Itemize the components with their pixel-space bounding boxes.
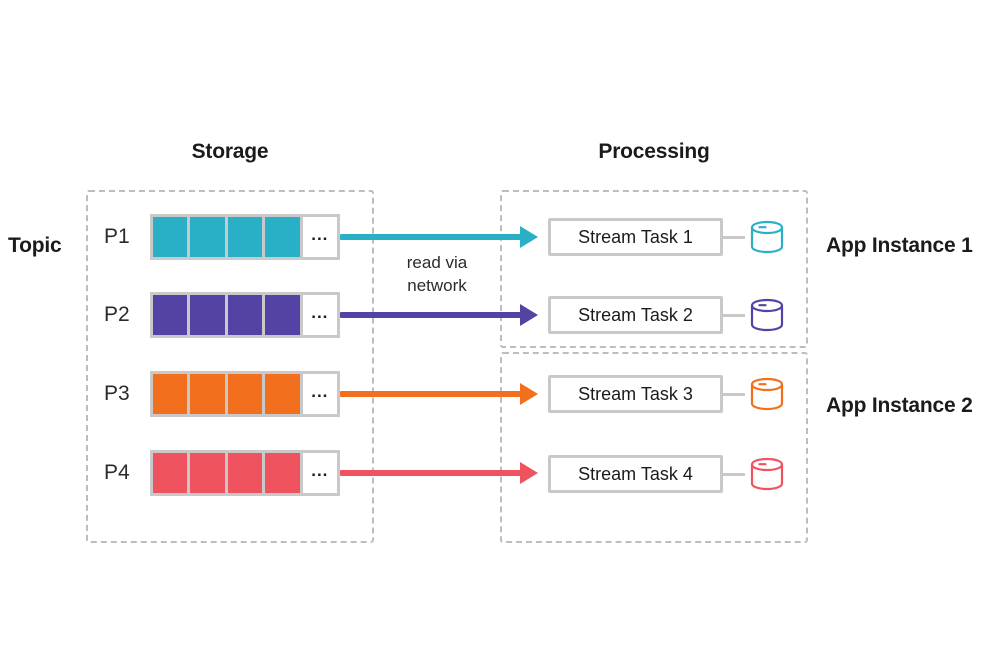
task-store-connector — [723, 236, 745, 239]
partition-cells: ... — [150, 292, 340, 338]
arrow-shaft — [340, 234, 521, 240]
partition-label: P1 — [104, 225, 130, 248]
partition-overflow-cell: ... — [302, 295, 338, 335]
partition-overflow-cell: ... — [302, 217, 338, 257]
partition-label: P2 — [104, 303, 130, 326]
arrow-head-icon — [520, 462, 538, 484]
partition-cells: ... — [150, 371, 340, 417]
stream-task-box[interactable]: Stream Task 3 — [548, 375, 723, 413]
partition-cell — [227, 374, 266, 414]
state-store-database-icon — [745, 372, 789, 416]
data-flow-arrow — [340, 383, 538, 405]
partition-row: P1... — [104, 214, 340, 260]
app-instance-1-boundary — [500, 190, 808, 348]
task-store-connector — [723, 393, 745, 396]
partition-cells: ... — [150, 214, 340, 260]
storage-group-boundary — [86, 190, 374, 543]
data-flow-arrow — [340, 226, 538, 248]
arrow-shaft — [340, 391, 521, 397]
partition-cell — [190, 295, 228, 335]
arrow-head-icon — [520, 383, 538, 405]
partition-cell — [265, 453, 303, 493]
data-flow-arrow — [340, 462, 538, 484]
stream-task-box[interactable]: Stream Task 2 — [548, 296, 723, 334]
topic-label: Topic — [8, 234, 62, 257]
stream-task-box[interactable]: Stream Task 4 — [548, 455, 723, 493]
state-store-database-icon — [745, 293, 789, 337]
arrow-shaft — [340, 312, 521, 318]
app-instance-1-label: App Instance 1 — [826, 234, 973, 257]
partition-cell — [265, 374, 303, 414]
arrow-shaft — [340, 470, 521, 476]
partition-cell — [153, 295, 191, 335]
stream-task-box[interactable]: Stream Task 1 — [548, 218, 723, 256]
app-instance-2-label: App Instance 2 — [826, 394, 973, 417]
partition-label: P3 — [104, 382, 130, 405]
partition-overflow-cell: ... — [302, 453, 338, 493]
partition-cells: ... — [150, 450, 340, 496]
data-flow-arrow — [340, 304, 538, 326]
task-store-connector — [723, 473, 745, 476]
partition-cell — [153, 374, 191, 414]
state-store-database-icon — [745, 452, 789, 496]
task-store-connector — [723, 314, 745, 317]
partition-row: P2... — [104, 292, 340, 338]
storage-column-header: Storage — [191, 140, 269, 163]
app-instance-2-boundary — [500, 352, 808, 543]
read-via-network-label: read via network — [406, 253, 468, 295]
partition-cell — [265, 217, 303, 257]
arrow-head-icon — [520, 226, 538, 248]
partition-overflow-cell: ... — [302, 374, 338, 414]
partition-row: P4... — [104, 450, 340, 496]
processing-column-header: Processing — [598, 140, 710, 163]
partition-cell — [153, 453, 191, 493]
partition-row: P3... — [104, 371, 340, 417]
partition-cell — [265, 295, 303, 335]
arrow-head-icon — [520, 304, 538, 326]
state-store-database-icon — [745, 215, 789, 259]
partition-cell — [227, 217, 266, 257]
partition-cell — [190, 453, 228, 493]
partition-cell — [190, 217, 228, 257]
partition-cell — [153, 217, 191, 257]
partition-cell — [190, 374, 228, 414]
partition-cell — [227, 453, 266, 493]
partition-cell — [227, 295, 266, 335]
partition-label: P4 — [104, 461, 130, 484]
